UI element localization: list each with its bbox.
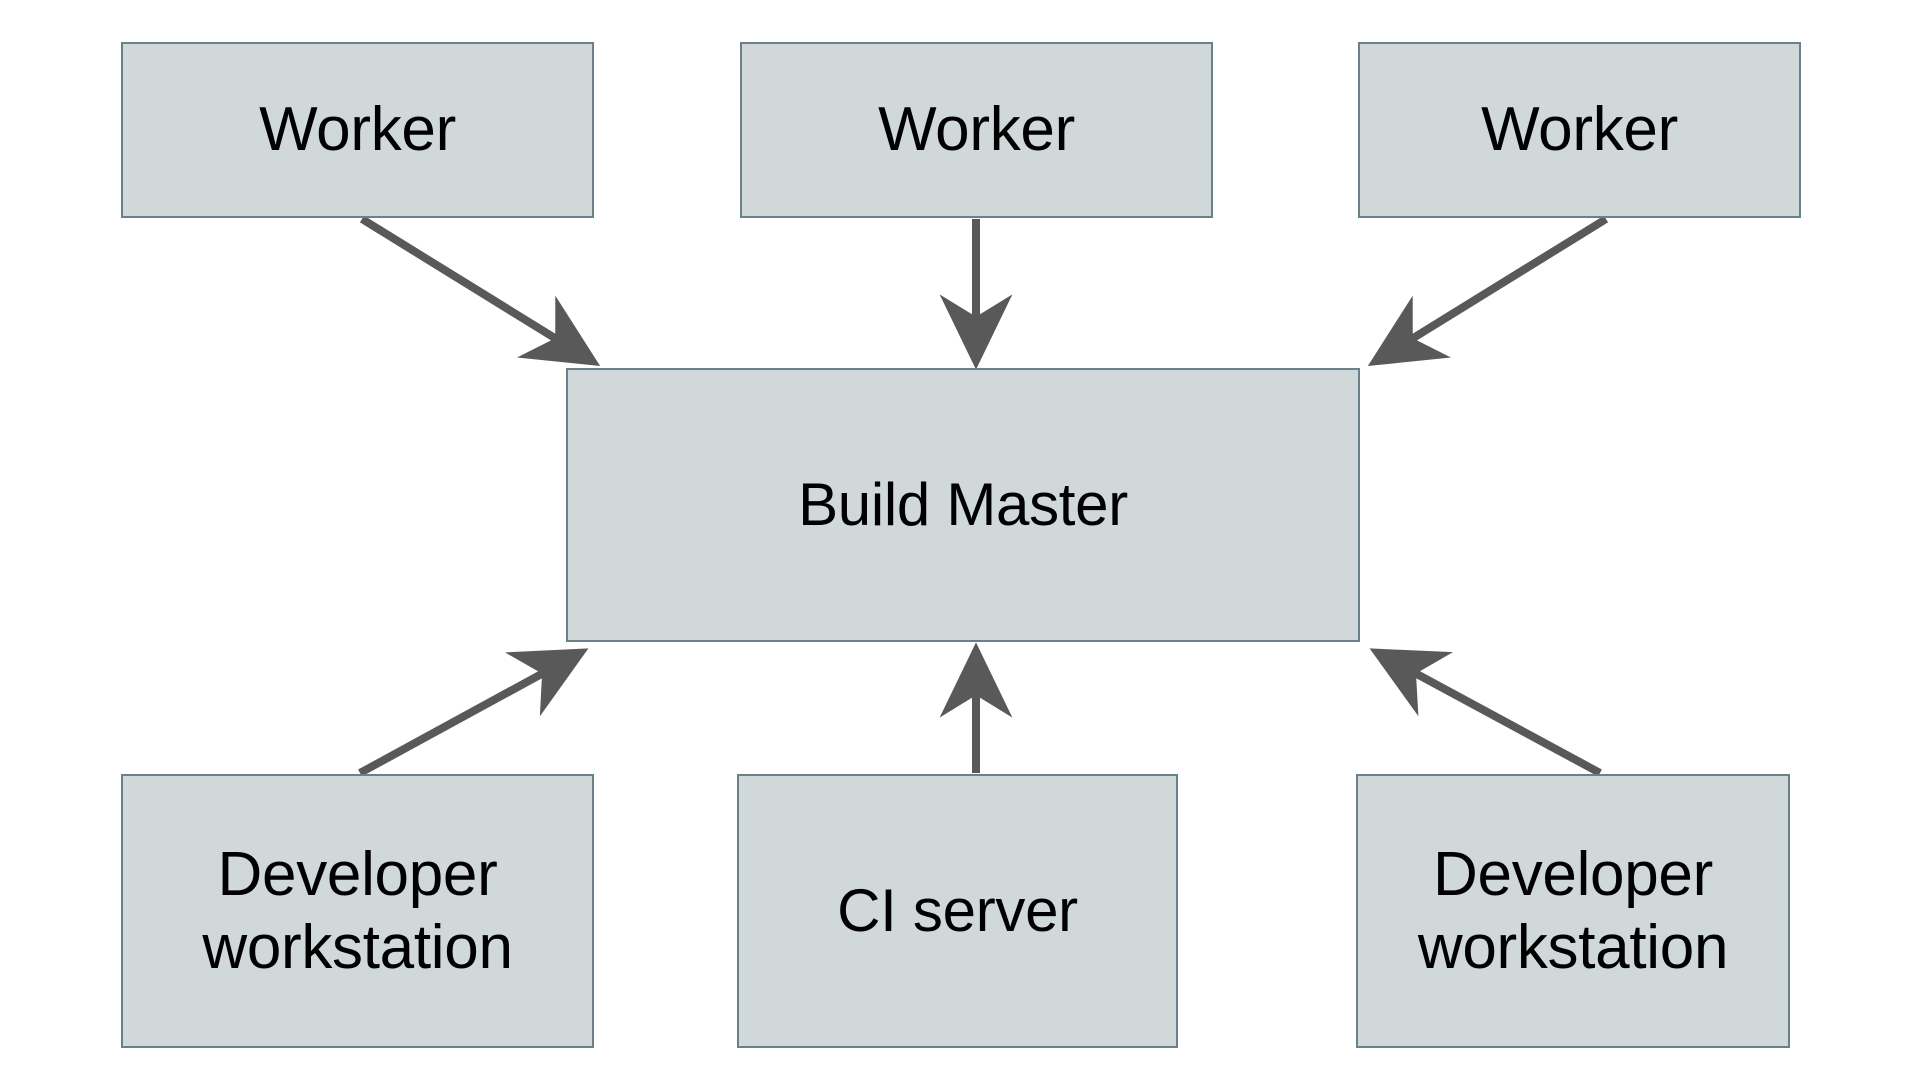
node-ci-server[interactable]: CI server (737, 774, 1178, 1048)
node-build-master-label: Build Master (798, 470, 1128, 538)
node-worker-right[interactable]: Worker (1358, 42, 1801, 218)
edge-worker-right-to-master (1367, 215, 1609, 367)
edge-dev-left-to-master (358, 648, 589, 777)
node-dev-workstation-left-label: Developer workstation (202, 839, 513, 982)
edge-dev-right-to-master (1369, 648, 1602, 777)
node-build-master[interactable]: Build Master (566, 368, 1360, 642)
node-worker-right-label: Worker (1481, 95, 1678, 165)
node-worker-left-label: Worker (259, 95, 456, 165)
node-dev-workstation-right-label: Developer workstation (1417, 839, 1729, 982)
node-dev-workstation-left[interactable]: Developer workstation (121, 774, 594, 1048)
node-worker-mid[interactable]: Worker (740, 42, 1213, 218)
node-worker-mid-label: Worker (878, 95, 1075, 165)
node-ci-server-label: CI server (837, 876, 1078, 944)
node-worker-left[interactable]: Worker (121, 42, 594, 218)
edge-worker-left-to-master (359, 215, 601, 367)
node-dev-workstation-right[interactable]: Developer workstation (1356, 774, 1790, 1048)
